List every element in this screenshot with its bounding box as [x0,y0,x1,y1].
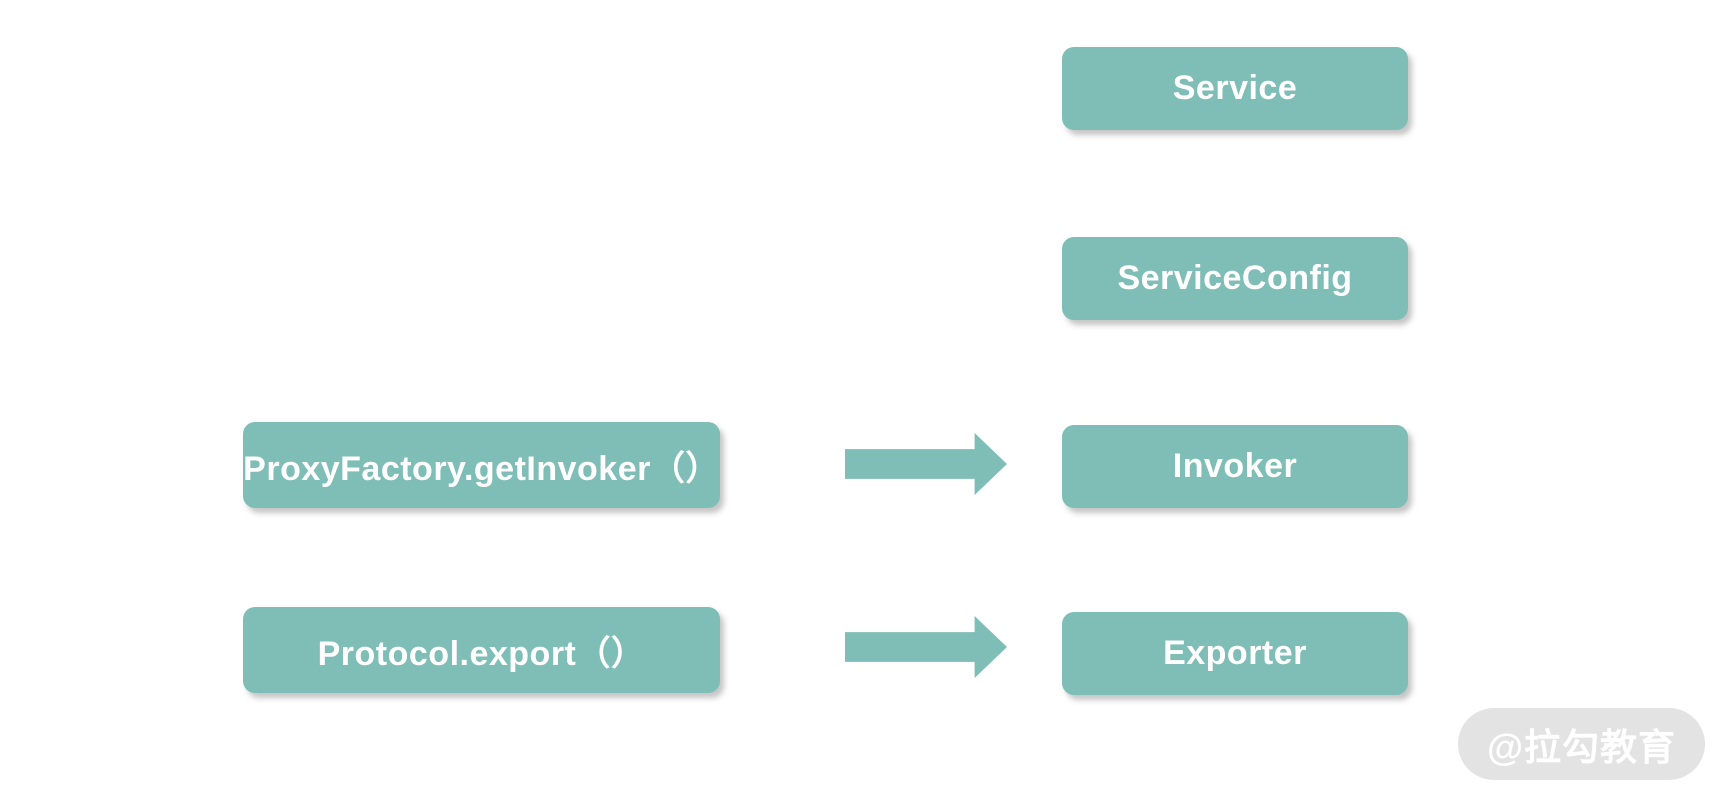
node-exporter: Exporter [1062,612,1408,695]
node-proxyfactory-getinvoker: ProxyFactory.getInvoker（） [243,422,720,508]
watermark-text: @拉勾教育 [1486,727,1677,768]
arrow-getinvoker-to-invoker-icon [845,433,1007,495]
node-invoker: Invoker [1062,425,1408,508]
node-service: Service [1062,47,1408,130]
node-serviceconfig: ServiceConfig [1062,237,1408,320]
node-protocol-export: Protocol.export（） [243,607,720,693]
watermark-badge: @拉勾教育 [1458,708,1705,780]
arrow-export-to-exporter-icon [845,616,1007,678]
